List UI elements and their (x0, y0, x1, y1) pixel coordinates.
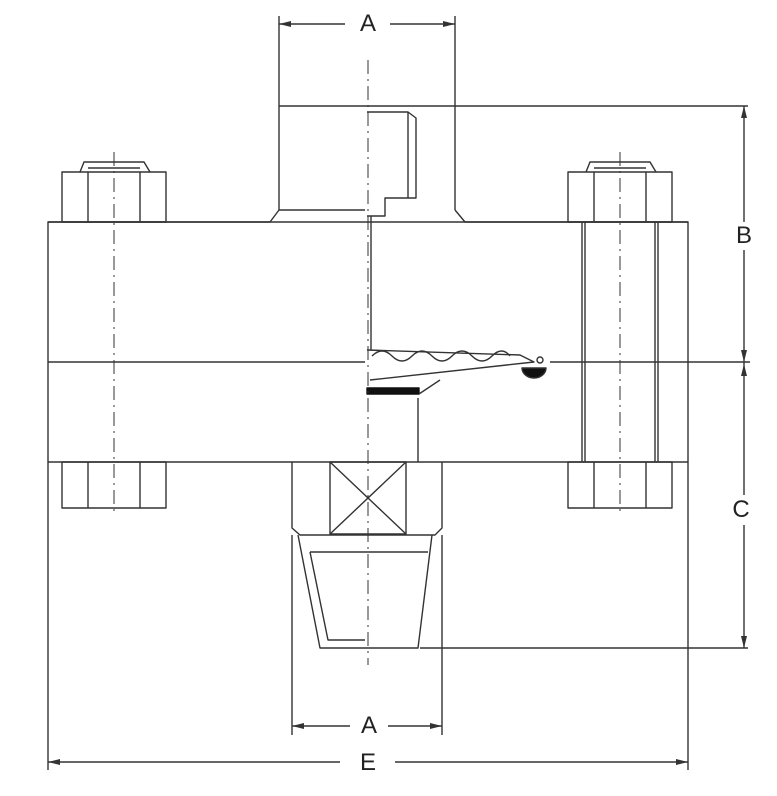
dimension-label-c: C (729, 497, 753, 523)
centerlines (114, 60, 620, 665)
arrowhead (676, 759, 688, 765)
arrowhead (443, 21, 455, 27)
bottom-branch-body (292, 462, 748, 648)
dimension-label-a-bottom: A (357, 713, 381, 739)
arrowhead (741, 350, 747, 362)
arrowhead (292, 723, 304, 729)
ball-element (522, 368, 546, 378)
arrowhead (741, 106, 747, 118)
dimension-label-b: B (732, 223, 756, 249)
arrowhead (741, 636, 747, 648)
dimension-b (688, 106, 750, 362)
dimension-a-bottom (292, 535, 442, 735)
dimension-label-e: E (356, 750, 380, 776)
seal-ring (367, 388, 419, 394)
hex-nut-bottom-right (568, 462, 672, 508)
dimension-c (741, 362, 747, 648)
dimension-e (48, 462, 688, 770)
arrowhead (48, 759, 60, 765)
seal-detail (367, 350, 546, 394)
hex-nut-bottom-left (62, 462, 166, 508)
arrowhead (741, 364, 747, 376)
dimension-label-a-top: A (356, 11, 380, 37)
dimension-a-top (279, 16, 455, 106)
arrowhead (279, 21, 291, 27)
top-branch-body (48, 106, 748, 350)
arrowhead (430, 723, 442, 729)
